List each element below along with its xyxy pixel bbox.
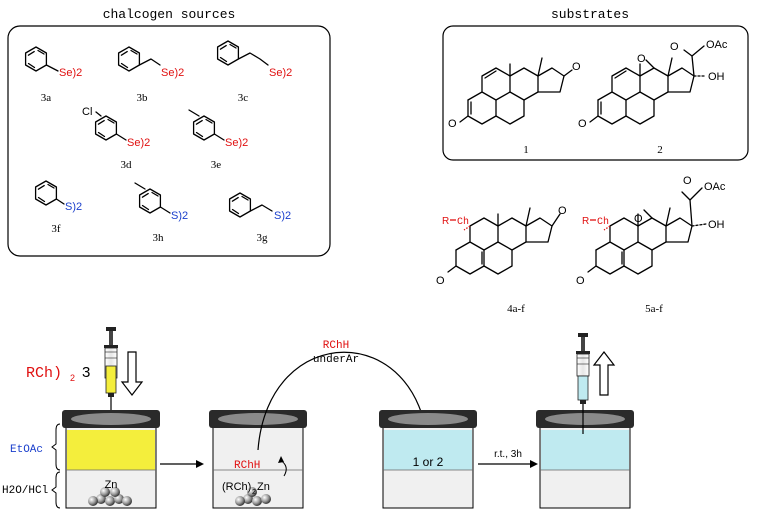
substrate-2-oxo11: O (637, 53, 646, 65)
compound-3g-group: S)2 (274, 210, 291, 222)
compound-3c: Se)2 3c (216, 40, 292, 104)
product-4-oxo: O (436, 275, 445, 287)
compound-3d-label: 3d (121, 159, 133, 171)
product-5-r: R (582, 216, 589, 227)
beaker-1-zn: Zn (105, 479, 118, 491)
substrate-2-oac: OAc (706, 39, 728, 51)
layer-labels: EtOAc H2O/HCl (2, 423, 61, 509)
compound-3a: Se)2 3a (24, 46, 82, 104)
compound-3h-label: 3h (153, 232, 165, 244)
beaker-2: RChH (RCh) 2 Zn (209, 410, 307, 509)
chalcogen-sources-title: chalcogen sources (103, 7, 236, 22)
compound-3h-group: S)2 (171, 210, 188, 222)
compound-3f-label: 3f (51, 223, 61, 235)
product-5-oxo20: O (683, 175, 692, 187)
arrow-1 (160, 460, 204, 468)
beaker-4 (536, 410, 634, 509)
beaker-3: 1 or 2 (379, 410, 477, 509)
beaker-2-rchzn-sub: 2 (252, 489, 256, 496)
compound-3f: S)2 3f (34, 180, 82, 235)
product-4-ketone: O (558, 205, 567, 217)
substrates-panel: substrates O O 1 (442, 7, 749, 161)
product-5-oac: OAc (704, 181, 726, 193)
transfer-bottom-label: underAr (313, 354, 359, 366)
substrate-1-oxo: O (448, 118, 457, 130)
reagent-text: RCh) (26, 365, 62, 382)
substrate-1-structure: O O 1 (448, 57, 581, 156)
conditions-label: r.t., 3h (494, 449, 522, 460)
beaker-1: Zn (62, 410, 160, 509)
chalcogen-sources-panel: chalcogen sources Se)2 3a Se)2 3b Se)2 3… (7, 7, 331, 257)
down-arrow-icon (120, 351, 144, 396)
compound-3a-group: Se)2 (59, 67, 82, 79)
beaker-2-rchzn: (RCh) (222, 481, 251, 493)
compound-3g: S)2 3g (228, 192, 291, 244)
compound-3c-label: 3c (238, 92, 249, 104)
syringe-2 (576, 333, 590, 434)
compound-3g-label: 3g (257, 232, 269, 244)
transfer-top-label: RChH (323, 340, 349, 352)
reagent-label: RCh) 2 3 (26, 364, 90, 383)
beaker-2-rchzn-end: Zn (257, 481, 270, 493)
product-5-oxo: O (576, 275, 585, 287)
product-4-ch: Ch (457, 216, 469, 228)
substrate-1-ketone: O (572, 61, 581, 73)
compound-3e: Se)2 3e (188, 109, 248, 171)
compound-3e-label: 3e (211, 159, 222, 171)
reagent-subscript: 2 (70, 373, 75, 383)
reagent-number: 3 (82, 364, 90, 381)
layer-bottom-label: H2O/HCl (2, 485, 48, 497)
substrate-2-oxo20: O (670, 41, 679, 53)
beaker-3-substrate: 1 or 2 (413, 455, 444, 469)
arrow-2: r.t., 3h (478, 449, 538, 468)
compound-3b-label: 3b (137, 92, 149, 104)
substrate-2-structure: O O O OAc OH 2 (578, 39, 728, 156)
compound-3d-chloro: Cl (82, 106, 92, 118)
substrate-2-oxo: O (578, 118, 587, 130)
substrate-2-oh: OH (708, 71, 725, 83)
compound-3e-group: Se)2 (225, 137, 248, 149)
transfer-arc: RChH underAr (257, 340, 432, 456)
product-5-ch: Ch (597, 216, 609, 228)
compound-3d: Cl Se)2 3d (82, 106, 150, 171)
product-5-structure: O O O OAc OH R Ch 5a-f (576, 175, 726, 315)
product-4-structure: O O R Ch 4a-f (436, 205, 567, 315)
beaker-2-rchh: RChH (234, 460, 260, 472)
product-4-r: R (442, 216, 449, 227)
product-5-label: 5a-f (645, 303, 663, 315)
compound-3c-group: Se)2 (269, 67, 292, 79)
product-5-oh: OH (708, 219, 725, 231)
compound-3h: S)2 3h (134, 182, 188, 244)
compound-3b: Se)2 3b (117, 46, 184, 104)
layer-top-label: EtOAc (10, 444, 43, 456)
product-4-label: 4a-f (507, 303, 525, 315)
compound-3b-group: Se)2 (161, 67, 184, 79)
compound-3a-label: 3a (41, 92, 52, 104)
substrates-title: substrates (551, 7, 629, 22)
substrate-1-label: 1 (523, 144, 529, 156)
compound-3f-group: S)2 (65, 201, 82, 213)
compound-3d-group: Se)2 (127, 137, 150, 149)
up-arrow-icon (592, 351, 616, 396)
substrate-2-label: 2 (657, 144, 663, 156)
